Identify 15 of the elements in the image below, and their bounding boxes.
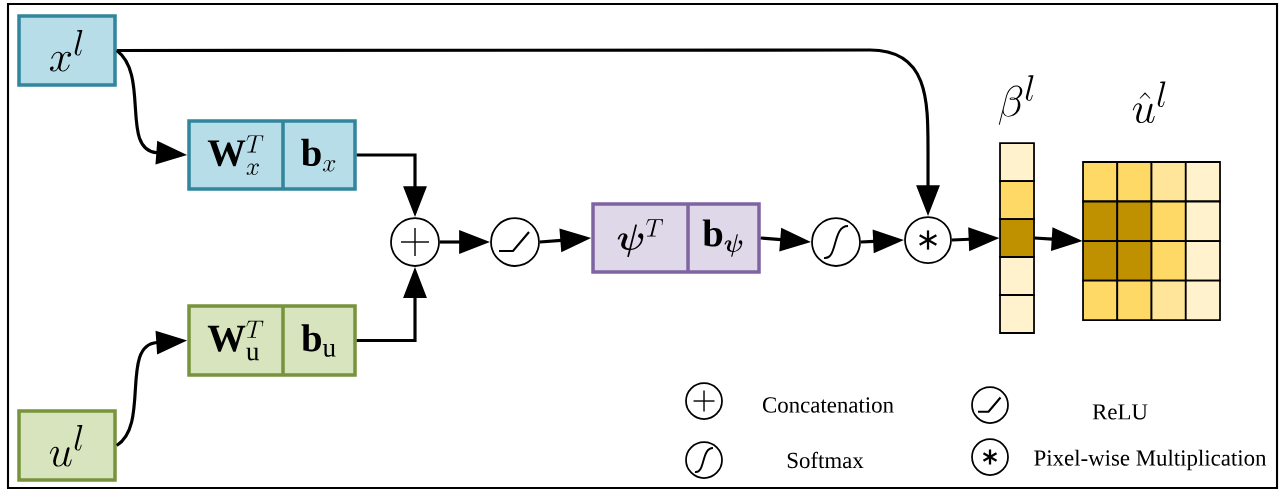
grid-label: $\beta^{l}$ bbox=[998, 75, 1034, 125]
grid-label: $\hat{u}^{l}$ bbox=[1132, 81, 1166, 124]
softmax-symbol bbox=[811, 217, 861, 267]
legend-text: ReLU bbox=[1092, 404, 1148, 420]
concatenation-symbol bbox=[390, 217, 440, 267]
relu-symbol bbox=[490, 217, 540, 267]
multiplication-symbol bbox=[904, 216, 952, 264]
legend-text: Concatenation bbox=[763, 397, 894, 413]
weight-box: $\bm{\psi}^{T}$ $\mathbf{b}_{\bm{\psi}}$ bbox=[591, 202, 761, 274]
input-box: $x^{l}$ bbox=[17, 14, 117, 87]
weight-box: $\mathbf{W}_{\mathrm{u}}^{T}$ $\mathbf{b}_{\mathrm{u}}$ bbox=[187, 304, 357, 377]
legend-text: Softmax bbox=[787, 451, 864, 469]
input-box: $u^{l}$ bbox=[17, 409, 117, 482]
weight-box: $\mathbf{W}_{x}^{T}$ $\mathbf{b}_{x}$ bbox=[187, 119, 357, 191]
legend-text: Pixel-wise Multiplication bbox=[1034, 449, 1267, 471]
